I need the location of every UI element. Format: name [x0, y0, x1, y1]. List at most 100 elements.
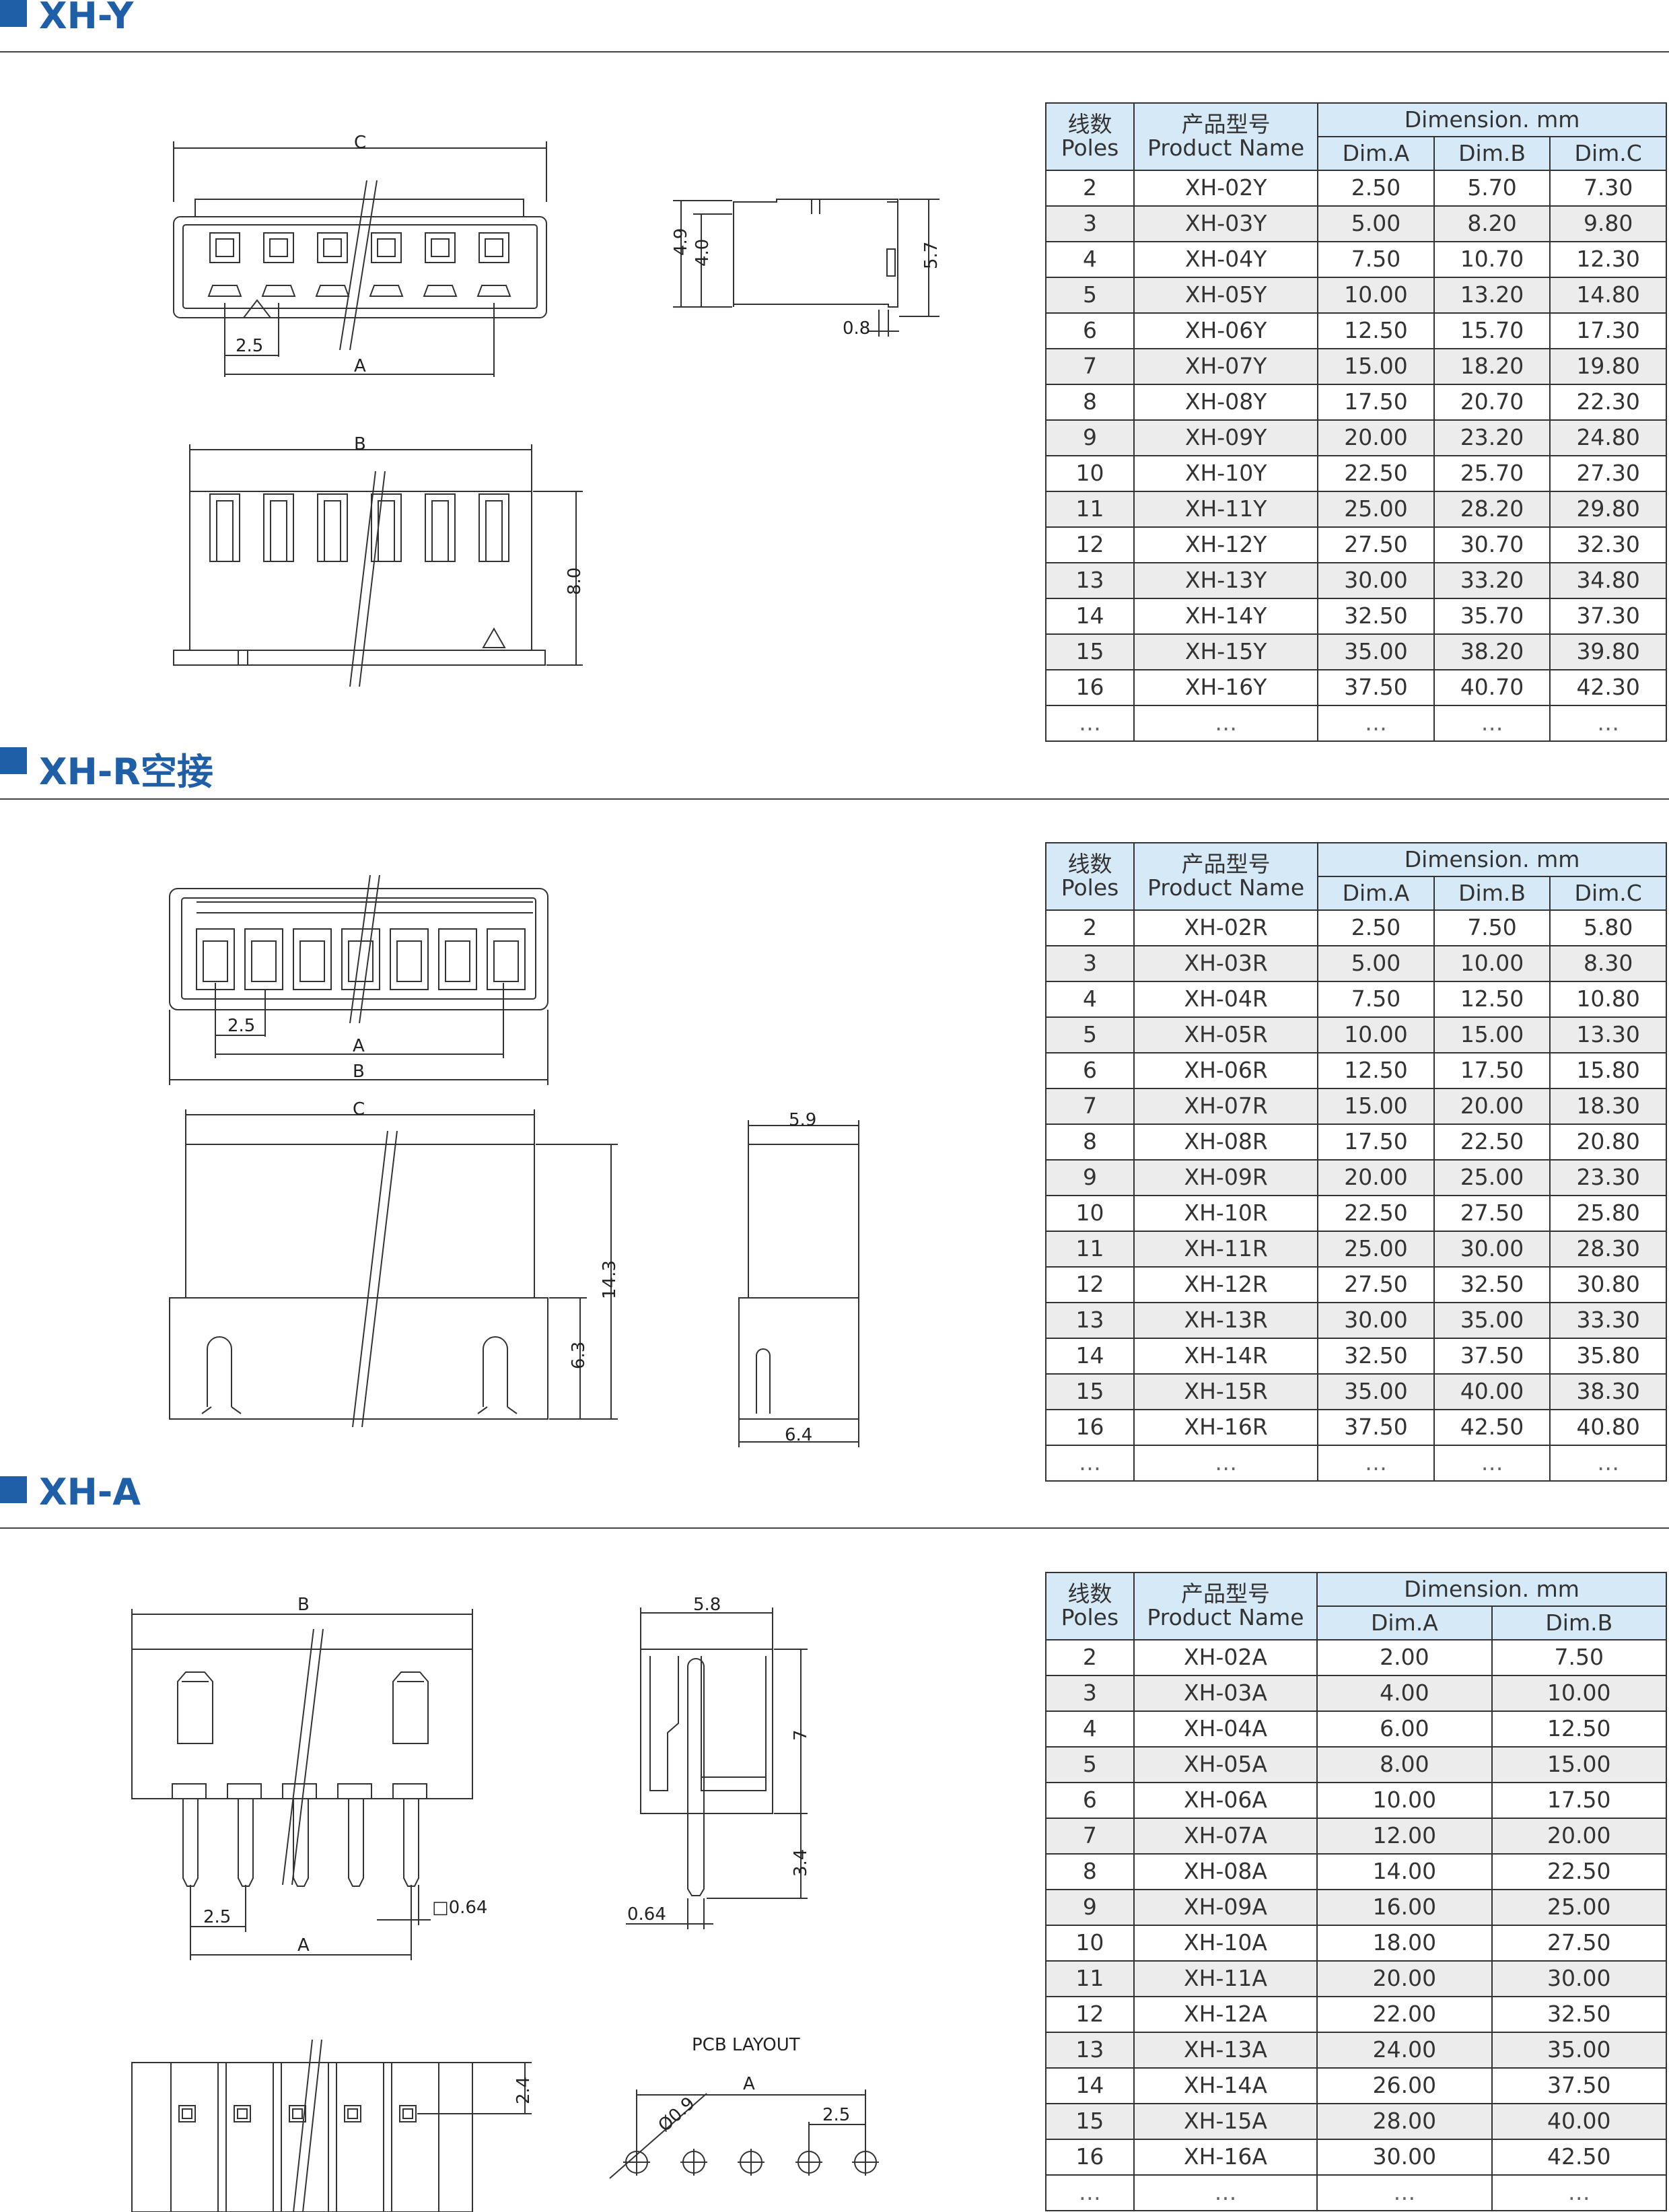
dim-label-6-4: 6.4	[785, 1425, 812, 1445]
table-cell: 7	[1044, 1088, 1135, 1125]
poles-header-cn: 线数	[1067, 111, 1112, 138]
dimension-header: Dimension. mm	[1316, 1572, 1667, 1607]
dim-a-header: Dim.A	[1317, 876, 1435, 911]
table-cell: 17.50	[1317, 384, 1435, 421]
table-cell: 20.00	[1317, 1159, 1435, 1196]
section-title: XH-R空接	[39, 751, 213, 793]
table-cell: 10.70	[1433, 241, 1551, 278]
table-cell: 40.80	[1549, 1409, 1667, 1446]
table-cell: XH-08R	[1133, 1124, 1319, 1161]
section-marker	[0, 1476, 27, 1503]
dim-label-a: A	[353, 1036, 365, 1056]
table-cell: XH-04A	[1133, 1710, 1318, 1748]
table-cell: …	[1316, 2174, 1493, 2211]
table-cell: XH-09Y	[1133, 419, 1319, 456]
pcb-layout: PCB LAYOUT A 2.5 Ø0.9	[609, 2035, 879, 2179]
table-cell: 10	[1044, 1195, 1135, 1232]
table-cell: 3	[1044, 205, 1135, 242]
dim-label-4-9: 4.9	[671, 228, 691, 256]
table-cell: 35.00	[1317, 633, 1435, 670]
dim-label-6-3: 6.3	[569, 1342, 589, 1369]
table-cell: …	[1044, 705, 1135, 742]
pcb-layout-title: PCB LAYOUT	[692, 2035, 800, 2055]
table-cell: 10.00	[1317, 1016, 1435, 1053]
table-cell: 30.00	[1317, 1302, 1435, 1339]
table-cell: 8	[1045, 1853, 1135, 1890]
table-cell: 30.00	[1491, 1960, 1668, 1997]
table-cell: 3	[1045, 1675, 1135, 1712]
dim-a-header: Dim.A	[1316, 1605, 1493, 1640]
table-cell: 18.20	[1433, 348, 1551, 385]
table-cell: 18.30	[1549, 1088, 1667, 1125]
table-cell: …	[1044, 1445, 1135, 1482]
table-cell: 7.50	[1491, 1639, 1668, 1676]
xh-y-side-view: 4.9 4.0 5.7 0.8	[671, 199, 942, 339]
table-cell: 27.30	[1549, 455, 1667, 492]
table-cell: 16	[1044, 669, 1135, 706]
table-cell: 16.00	[1316, 1889, 1493, 1926]
table-cell: XH-16R	[1133, 1409, 1319, 1446]
table-cell: 29.80	[1549, 491, 1667, 528]
table-cell: 10	[1045, 1925, 1135, 1962]
table-cell: …	[1433, 1445, 1551, 1482]
table-cell: 17.30	[1549, 312, 1667, 349]
table-cell: 15.00	[1317, 348, 1435, 385]
table-cell: 9	[1045, 1889, 1135, 1926]
dim-c-header: Dim.C	[1549, 136, 1667, 171]
xh-a-side-view: 5.8 7 3.4 0.64	[626, 1595, 811, 1929]
table-cell: 17.50	[1317, 1124, 1435, 1161]
table-cell: 22.00	[1316, 1996, 1493, 2033]
dimension-header: Dimension. mm	[1317, 102, 1667, 137]
table-cell: 7	[1044, 348, 1135, 385]
table-cell: 6	[1044, 312, 1135, 349]
table-cell: 10.00	[1317, 277, 1435, 314]
table-cell: 6.00	[1316, 1710, 1493, 1748]
dim-label-hole: Ø0.9	[655, 2094, 699, 2137]
table-cell: 22.50	[1433, 1124, 1551, 1161]
xh-r-front-view: C 14.3 6.3	[169, 1099, 620, 1428]
table-cell: XH-07R	[1133, 1088, 1319, 1125]
name-header-en: Product Name	[1147, 1604, 1304, 1630]
table-cell: …	[1317, 1445, 1435, 1482]
table-cell: 27.50	[1491, 1925, 1668, 1962]
table-cell: 8.00	[1316, 1746, 1493, 1783]
table-cell: 20.70	[1433, 384, 1551, 421]
dim-label-5-8: 5.8	[693, 1595, 721, 1615]
table-row: ……………	[1044, 1445, 1667, 1482]
dim-label-pitch: 2.5	[822, 2105, 850, 2125]
dim-label-8-0: 8.0	[565, 567, 585, 595]
table-cell: 6	[1044, 1052, 1135, 1089]
table-cell: 32.50	[1491, 1996, 1668, 2033]
table-cell: 37.30	[1549, 598, 1667, 635]
dim-label-2-4: 2.4	[513, 2077, 534, 2104]
table-cell: 20.00	[1433, 1088, 1551, 1125]
table-cell: XH-02Y	[1133, 170, 1319, 207]
table-cell: …	[1133, 2174, 1318, 2211]
table-cell: 15	[1044, 1373, 1135, 1410]
table-cell: XH-02R	[1133, 909, 1319, 946]
table-cell: 20.00	[1316, 1960, 1493, 1997]
table-cell: 6	[1045, 1782, 1135, 1819]
table-cell: 35.80	[1549, 1338, 1667, 1375]
table-cell: 9.80	[1549, 205, 1667, 242]
table-cell: 30.80	[1549, 1266, 1667, 1303]
table-cell: 16	[1045, 2139, 1135, 2176]
